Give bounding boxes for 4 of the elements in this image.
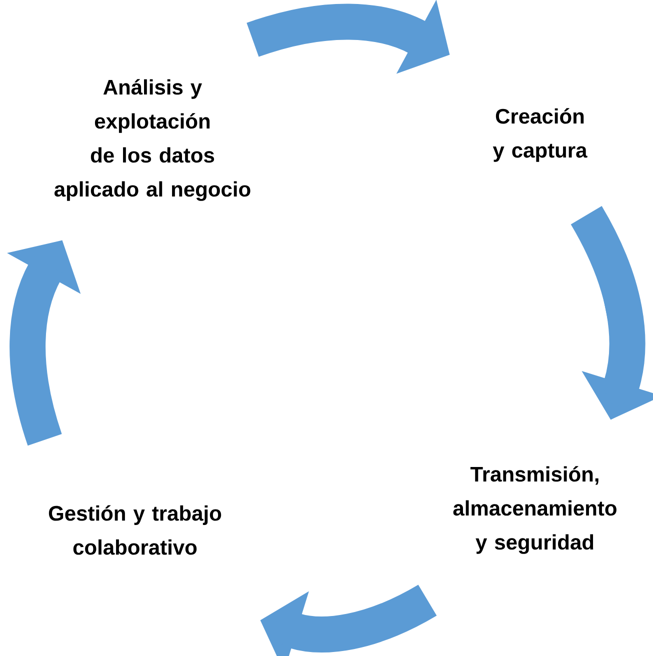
step-label: Análisis y explotación de los datos aplicado al negocio	[54, 79, 250, 201]
step-label: Creación y captura	[492, 108, 588, 162]
step-label: Transmisión, almacenamiento y seguridad	[453, 466, 616, 554]
step-label: Gestión y trabajo colaborativo	[48, 505, 222, 555]
